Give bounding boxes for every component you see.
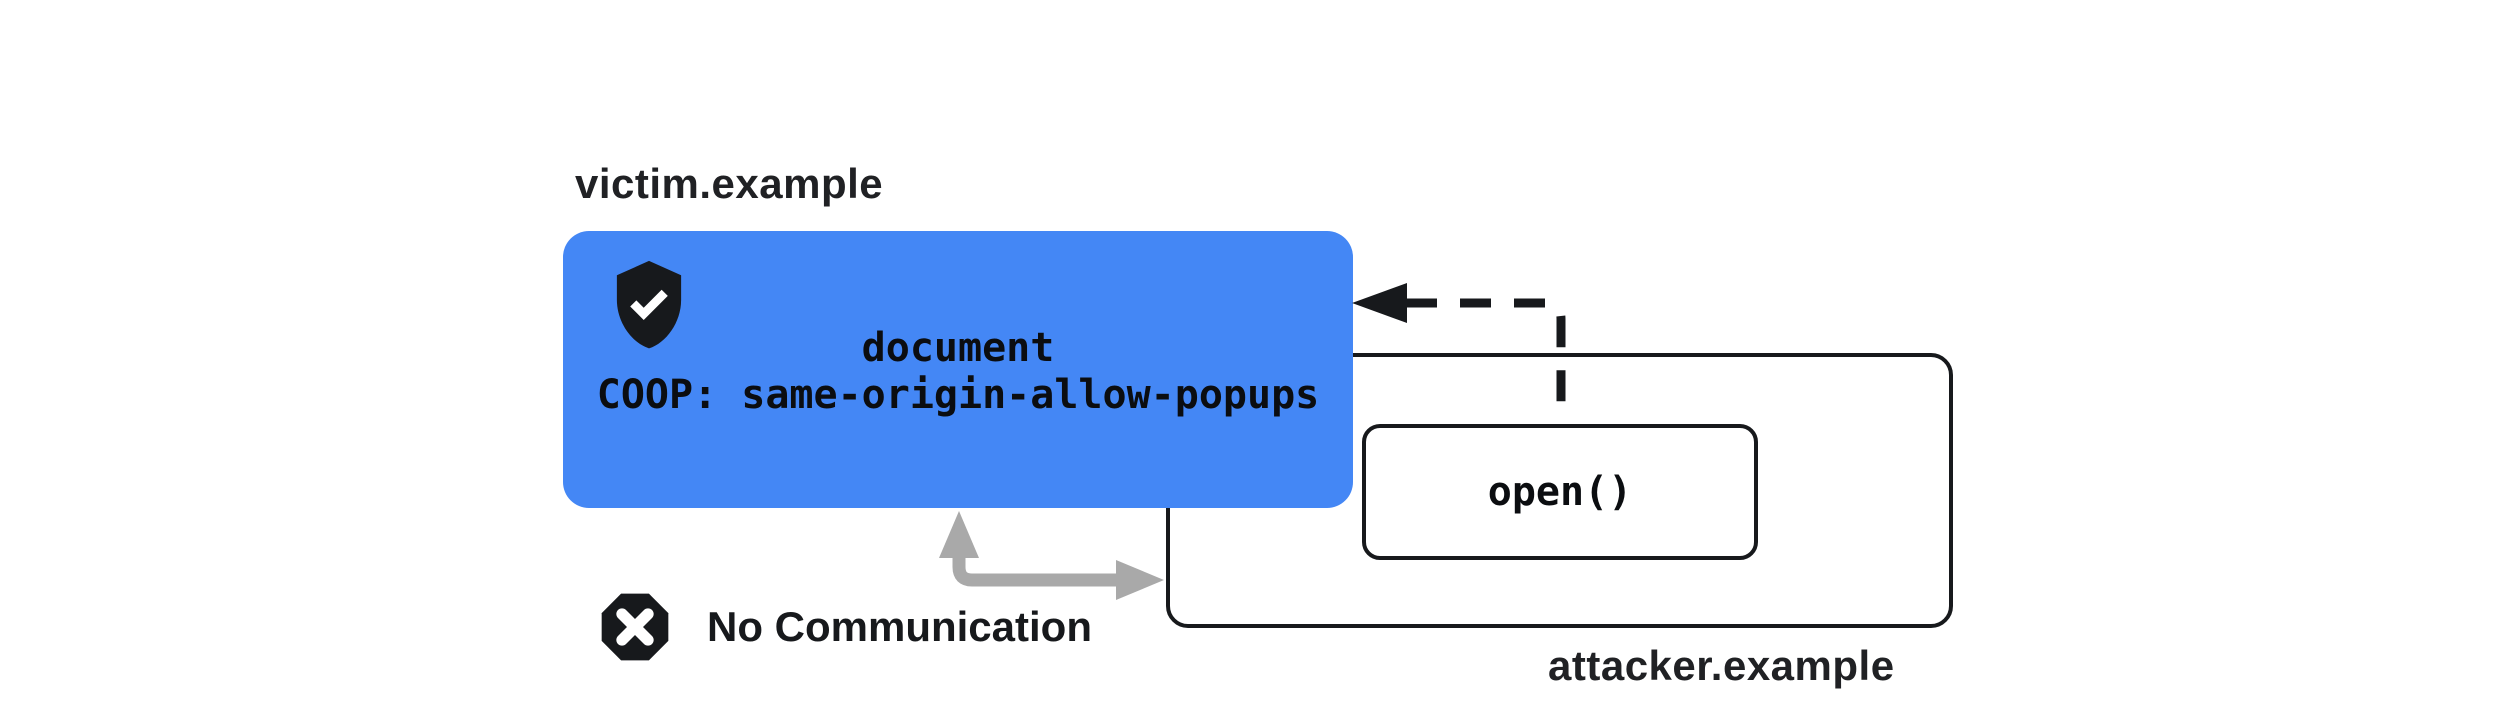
attacker-domain-label: attacker.example — [1548, 642, 1895, 689]
arrowhead-right-icon — [1116, 560, 1164, 600]
victim-document-card: document COOP: same-origin-allow-popups — [563, 231, 1353, 508]
victim-card-line-coop: COOP: same-origin-allow-popups — [596, 372, 1320, 418]
no-communication-row: No Communication — [595, 584, 1092, 670]
no-communication-label: No Communication — [707, 603, 1092, 650]
x-octagon-icon — [601, 593, 669, 661]
open-call-box: open() — [1362, 424, 1758, 560]
victim-domain-label: victim.example — [575, 160, 884, 207]
victim-card-text: document COOP: same-origin-allow-popups — [563, 325, 1353, 419]
arrowhead-up-icon — [939, 511, 979, 558]
arrowhead-left-icon — [1352, 283, 1407, 323]
shield-check-icon — [616, 260, 682, 349]
victim-card-line-document: document — [861, 325, 1055, 371]
open-call-label: open() — [1487, 469, 1633, 515]
